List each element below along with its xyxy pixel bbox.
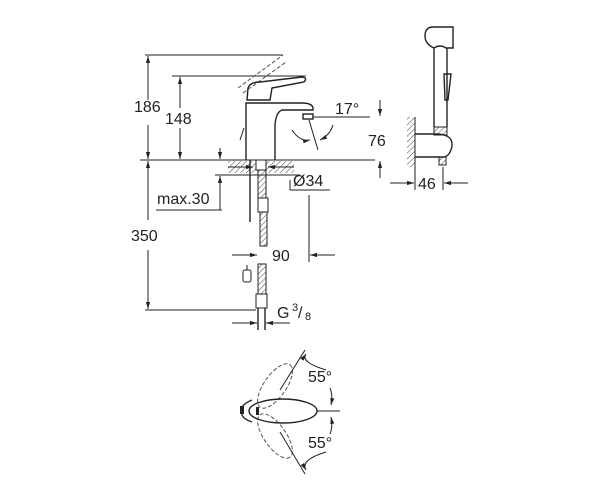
lever-rotated-up xyxy=(257,363,293,409)
angle-arc-bottom xyxy=(300,451,327,471)
dim-max30-label: max.30 xyxy=(157,191,210,208)
dim-46-label: 46 xyxy=(418,176,436,193)
dim-90-label: 90 xyxy=(272,248,290,265)
hose-connector xyxy=(438,156,447,166)
dim-34-label: Ø34 xyxy=(293,173,323,190)
dim-186-label: 186 xyxy=(134,99,161,116)
lever-raised-outline xyxy=(237,54,287,94)
lever-rotated-down xyxy=(257,413,293,459)
angle-line-bottom xyxy=(279,431,306,475)
hand-shower: 46 xyxy=(390,26,468,193)
shower-head xyxy=(424,26,454,49)
dim-g-slash: / xyxy=(298,305,303,322)
hose-end xyxy=(257,263,267,295)
angle-arc-mid-top xyxy=(329,387,335,406)
hose-lower xyxy=(259,211,268,247)
angle-line xyxy=(308,119,319,151)
fixing-nut xyxy=(255,159,267,171)
dim-g-numerator: 3 xyxy=(292,302,298,314)
faucet-side-view xyxy=(140,54,375,330)
dim-148-label: 148 xyxy=(165,111,192,128)
wall-bracket xyxy=(415,133,453,158)
faucet-body xyxy=(245,102,314,160)
lever-handle xyxy=(246,76,307,101)
dim-55-top-label: 55° xyxy=(308,369,332,386)
faucet-top-view: 55° 55° xyxy=(240,349,340,475)
angle-arc-right xyxy=(319,124,334,141)
hose-nut xyxy=(255,293,268,309)
dim-g-label: G xyxy=(277,305,289,322)
dim-76-label: 76 xyxy=(368,133,386,150)
lever-top xyxy=(248,398,318,424)
tag-label xyxy=(242,269,252,283)
hose-upper xyxy=(257,169,267,199)
dim-17-label: 17° xyxy=(335,101,359,118)
wall-hatch xyxy=(407,117,415,167)
shower-trigger xyxy=(443,73,452,101)
body-cap xyxy=(240,406,244,414)
dim-55-bottom-label: 55° xyxy=(308,435,332,452)
angle-arc-mid-bottom xyxy=(329,416,335,435)
dim-350-label: 350 xyxy=(131,228,158,245)
shower-grip xyxy=(433,126,448,136)
indicator xyxy=(256,407,259,415)
hose-connector xyxy=(257,197,269,213)
angle-line-top xyxy=(279,349,306,391)
angle-arc-top xyxy=(300,353,327,371)
dimensions: 186 148 17° 76 Ø34 max.30 350 90 G 3 / 8 xyxy=(131,56,386,326)
aerator xyxy=(302,113,314,120)
dim-g-denominator: 8 xyxy=(305,311,311,323)
angle-arc-left xyxy=(291,129,311,144)
pop-up-rod xyxy=(239,127,245,141)
